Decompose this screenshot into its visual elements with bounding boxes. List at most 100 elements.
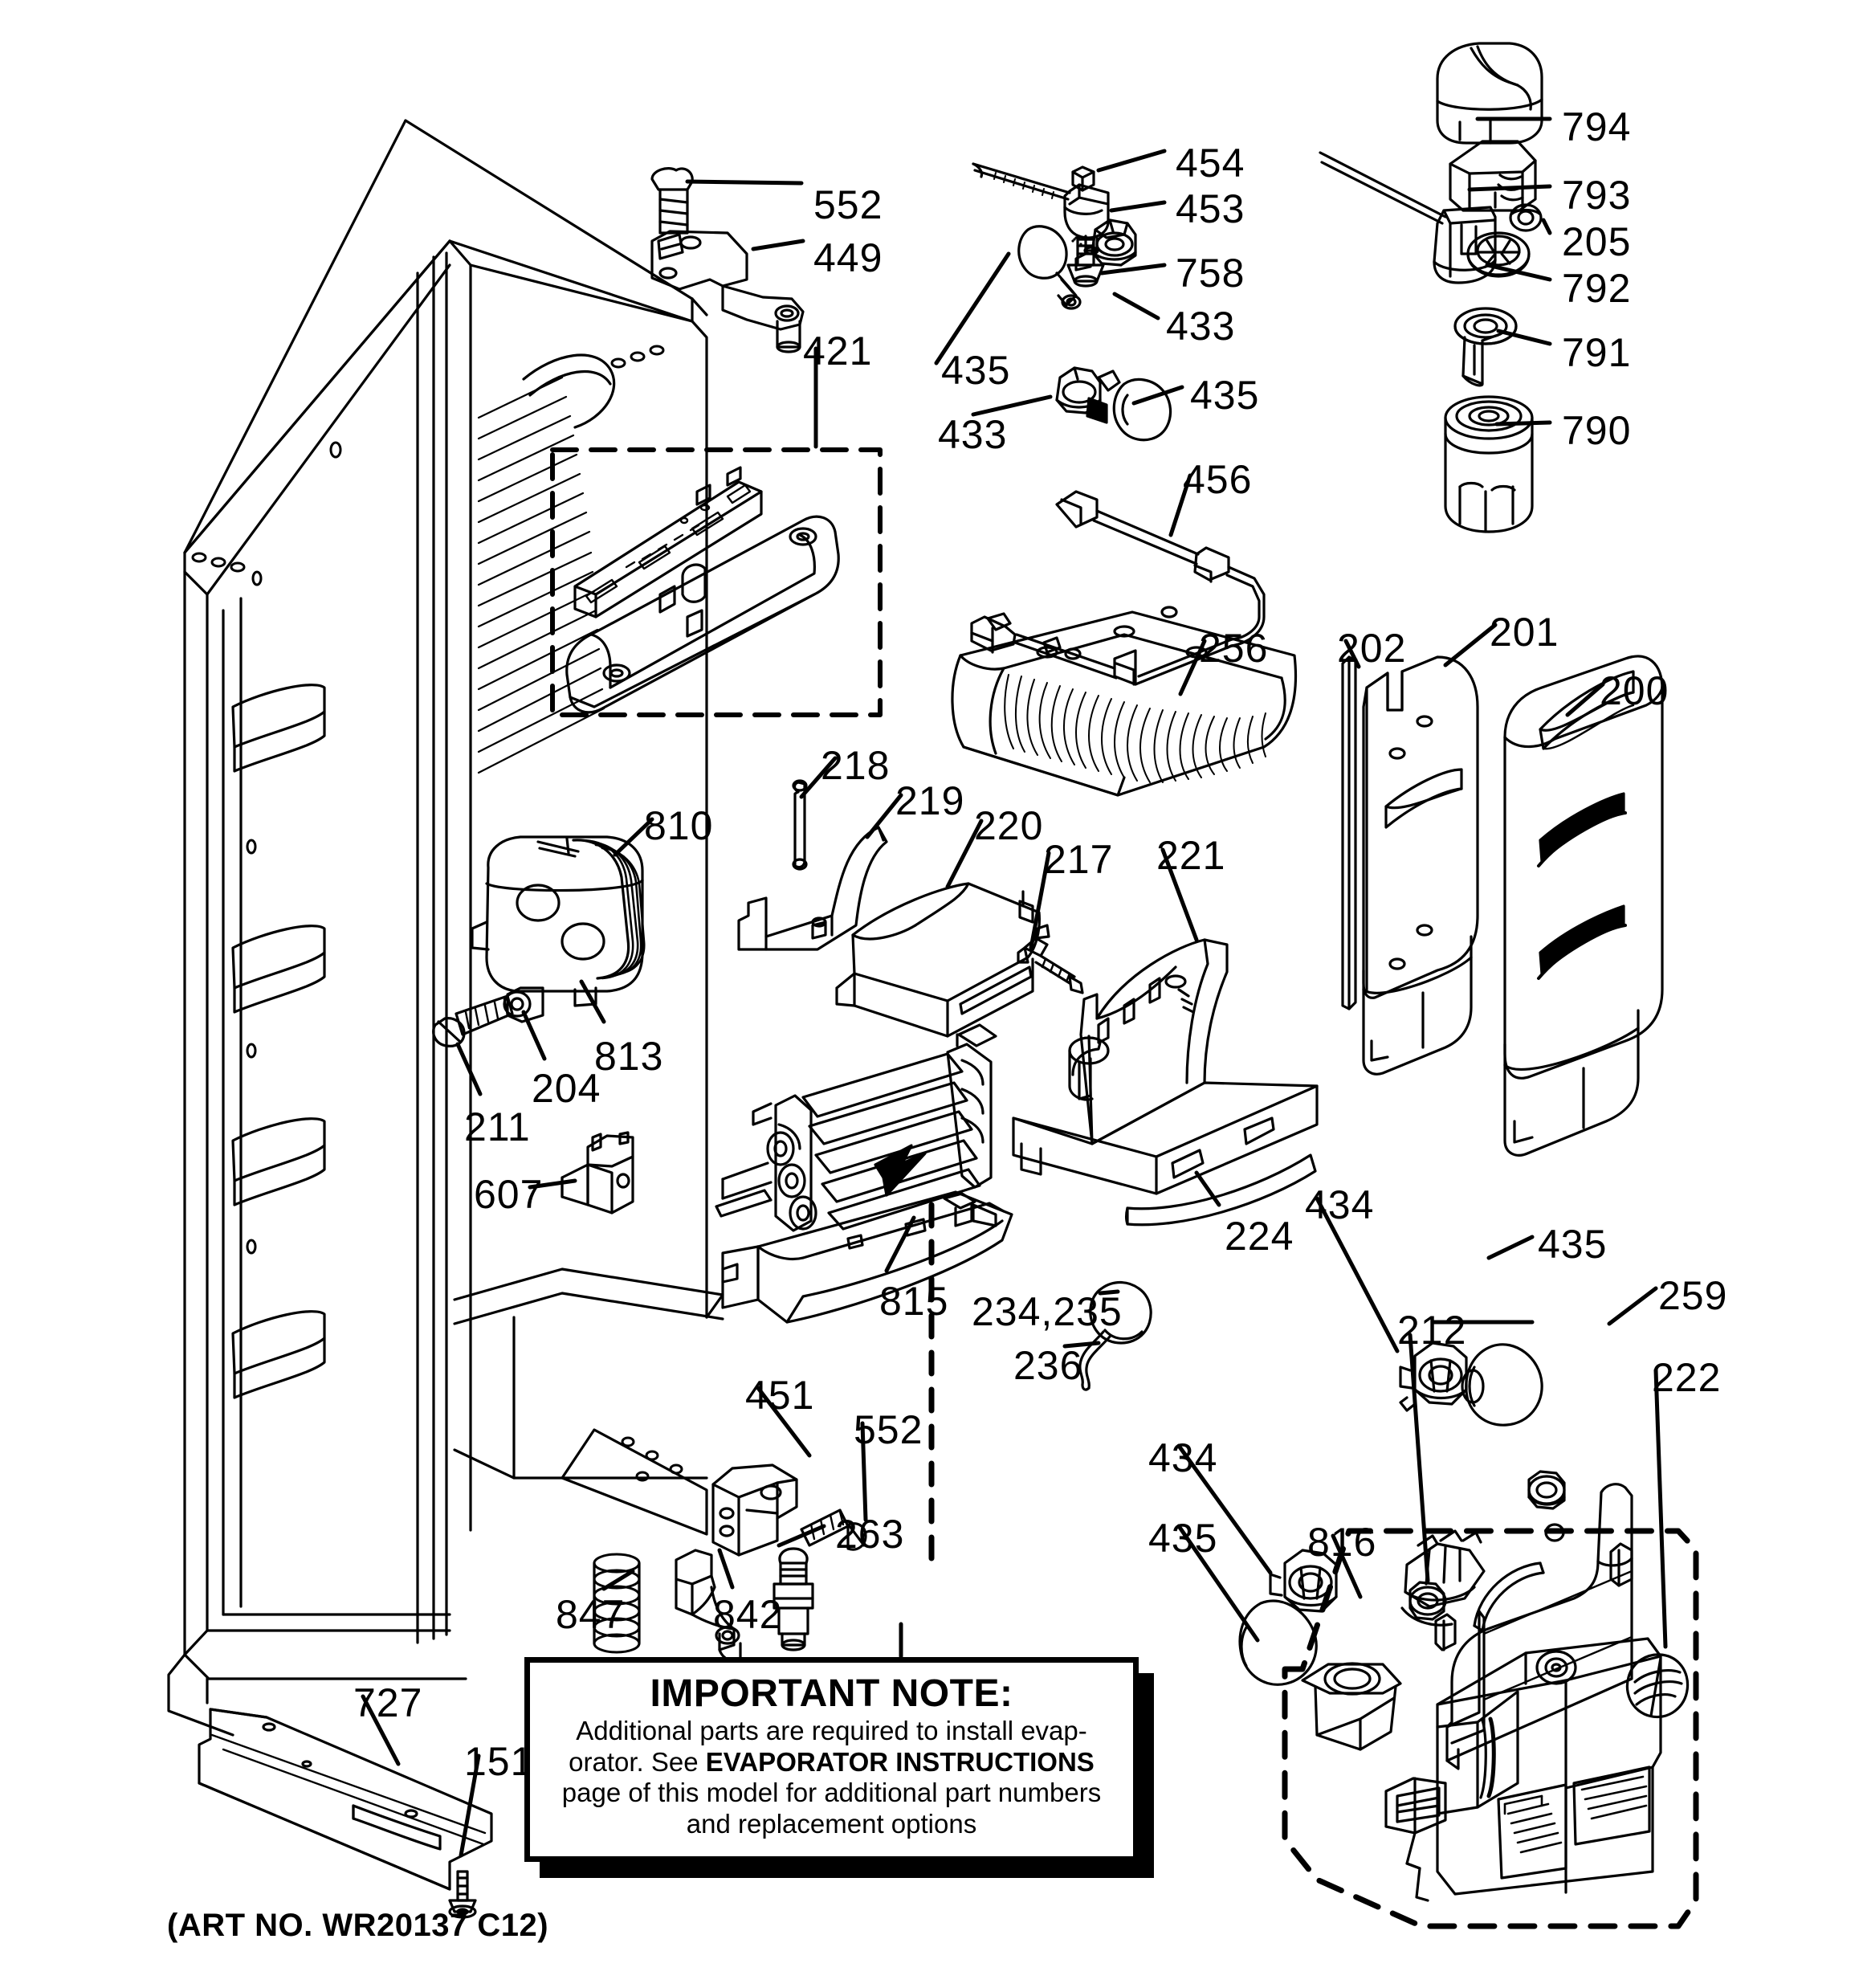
note-evaporator-instructions-emphasis: EVAPORATOR INSTRUCTIONS xyxy=(705,1746,1095,1777)
note-line-3: page of this model for additional part n… xyxy=(561,1778,1102,1808)
part-456-light-shield xyxy=(970,490,1266,686)
callout-847: 847 xyxy=(556,1592,626,1637)
part-433-socket-upper xyxy=(1074,218,1137,271)
part-847-spring xyxy=(593,1553,641,1654)
note-line-2: orator. See EVAPORATOR INSTRUCTIONS xyxy=(530,1747,1133,1778)
part-234-235-bulb xyxy=(1089,1280,1152,1345)
callout-816: 816 xyxy=(1307,1520,1377,1565)
callout-552: 552 xyxy=(854,1407,923,1452)
callout-433: 433 xyxy=(1166,304,1236,349)
callout-810: 810 xyxy=(644,803,714,848)
callout-451: 451 xyxy=(745,1373,815,1418)
callout-792: 792 xyxy=(1562,266,1632,311)
art-number-label: (ART NO. WR20137 C12) xyxy=(167,1908,549,1943)
callout-256: 256 xyxy=(1199,626,1269,671)
callout-200: 200 xyxy=(1600,668,1669,713)
part-220-shelf xyxy=(835,882,1041,1038)
callout-218: 218 xyxy=(821,743,891,788)
callout-435: 435 xyxy=(1538,1222,1608,1267)
part-236-wire xyxy=(1078,1330,1111,1391)
callout-202: 202 xyxy=(1337,626,1407,671)
note-line-1: Additional parts are required to install… xyxy=(576,1716,1087,1745)
part-219-bracket xyxy=(737,826,888,951)
callout-793: 793 xyxy=(1562,173,1632,218)
callout-204: 204 xyxy=(532,1066,601,1111)
part-151-screw xyxy=(448,1870,477,1919)
part-815-evaporator xyxy=(715,1023,1013,1324)
part-793-filter-housing xyxy=(1449,140,1537,212)
important-note-box: IMPORTANT NOTE: Additional parts are req… xyxy=(524,1657,1139,1862)
part-201-handle-left xyxy=(1362,655,1479,1076)
part-816-dispenser-assembly xyxy=(1282,1528,1699,1929)
callout-435: 435 xyxy=(941,348,1011,393)
part-221-ice-bin xyxy=(1068,938,1229,1145)
callout-842: 842 xyxy=(713,1592,783,1637)
callout-790: 790 xyxy=(1562,408,1632,453)
part-451-hinge-bracket xyxy=(711,1463,798,1557)
part-205-oring xyxy=(1509,203,1543,232)
callout-217: 217 xyxy=(1044,837,1114,882)
part-224-drawer-pan xyxy=(1012,1081,1319,1227)
callout-434: 434 xyxy=(1305,1182,1375,1227)
part-256-air-grille xyxy=(951,610,1298,797)
part-790-water-filter xyxy=(1444,395,1534,533)
callout-220: 220 xyxy=(974,803,1044,848)
leader-lines xyxy=(361,116,1668,1858)
part-211-screw xyxy=(432,994,514,1047)
note-title: IMPORTANT NOTE: xyxy=(650,1672,1013,1715)
part-449-hinge xyxy=(650,167,805,353)
callout-434: 434 xyxy=(1148,1435,1218,1480)
part-435-bulb-lower xyxy=(1112,378,1172,442)
part-222-light-lens xyxy=(1625,1653,1690,1719)
callout-607: 607 xyxy=(474,1172,544,1217)
part-217-auger xyxy=(1017,924,1084,994)
callout-815: 815 xyxy=(879,1279,949,1324)
part-791-filter-adapter xyxy=(1453,307,1518,387)
part-202-trim-strip xyxy=(1341,655,1357,1010)
part-435-bulb-lower-right xyxy=(1238,1599,1318,1686)
callout-212: 212 xyxy=(1397,1308,1467,1353)
callout-263: 263 xyxy=(835,1512,905,1557)
callout-449: 449 xyxy=(813,235,883,280)
callout-219: 219 xyxy=(895,778,965,823)
callout-205: 205 xyxy=(1562,219,1632,264)
callout-456: 456 xyxy=(1183,457,1253,502)
part-200-handle-right xyxy=(1503,655,1664,1157)
callout-421: 421 xyxy=(803,329,873,374)
refrigerator-cabinet xyxy=(167,119,724,1737)
callout-221: 221 xyxy=(1156,833,1226,878)
callout-758: 758 xyxy=(1176,251,1245,296)
callout-791: 791 xyxy=(1562,330,1632,375)
callout-236: 236 xyxy=(1013,1343,1083,1388)
callout-151: 151 xyxy=(464,1739,534,1784)
note-line-4: and replacement options xyxy=(686,1808,977,1839)
part-435-bulb-upper xyxy=(1017,225,1082,310)
part-421-light-assembly xyxy=(550,447,883,717)
callout-259: 259 xyxy=(1658,1273,1728,1318)
callout-813: 813 xyxy=(594,1034,664,1079)
callout-433: 433 xyxy=(938,412,1008,457)
callout-224: 224 xyxy=(1225,1214,1294,1259)
callout-211: 211 xyxy=(464,1104,531,1149)
part-218-rod xyxy=(792,779,808,871)
callout-201: 201 xyxy=(1490,610,1559,655)
part-212-grommet-upper xyxy=(1527,1470,1566,1510)
part-758-screw xyxy=(1066,235,1105,288)
part-435-bulb-upper-right xyxy=(1461,1343,1543,1427)
callout-727: 727 xyxy=(353,1680,423,1725)
part-434-socket-lower-right xyxy=(1269,1549,1338,1613)
callout-234-235: 234,235 xyxy=(972,1289,1123,1334)
part-433-socket-lower xyxy=(1055,366,1121,424)
part-259-cover-panel xyxy=(1445,1483,1633,1770)
part-810-ice-bucket-motor xyxy=(471,835,646,1007)
callout-794: 794 xyxy=(1562,104,1632,149)
part-727-kickplate xyxy=(198,1708,493,1891)
callout-222: 222 xyxy=(1652,1355,1722,1400)
callout-435: 435 xyxy=(1148,1516,1218,1561)
note-line-2-text: orator. See xyxy=(569,1746,706,1777)
part-794-filter-cap xyxy=(1436,42,1543,145)
callout-435: 435 xyxy=(1190,373,1260,418)
callout-454: 454 xyxy=(1176,141,1245,186)
